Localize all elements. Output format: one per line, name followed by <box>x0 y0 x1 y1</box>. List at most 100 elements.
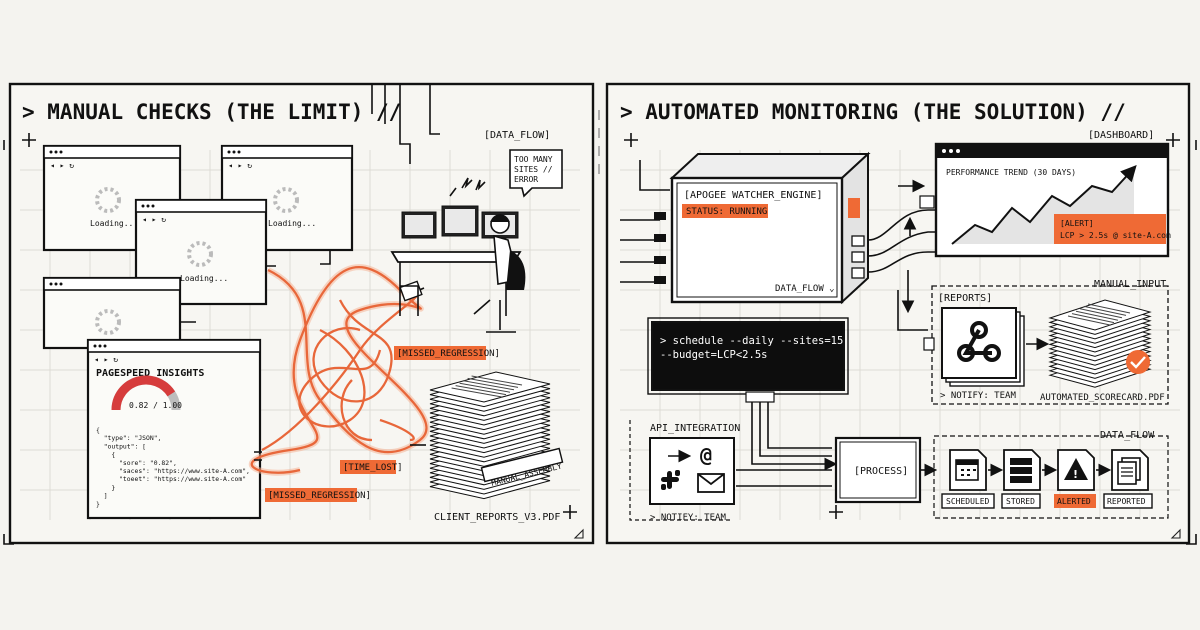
json-line: "toeet": "https://www.site-A.com" <box>96 475 246 483</box>
manual-input-tag: MANUAL_INPUT <box>1094 279 1166 290</box>
json-line: } <box>96 500 100 508</box>
engine-title: [APOGEE WATCHER_ENGINE] <box>684 190 822 201</box>
checkmark-icon <box>1126 350 1150 374</box>
json-line: { <box>96 426 100 434</box>
crosshair-icon <box>829 505 843 519</box>
svg-text:STORED: STORED <box>1006 497 1035 506</box>
json-line: "output": [ <box>96 442 146 450</box>
svg-text:ALERTED: ALERTED <box>1057 497 1091 506</box>
json-line: "sore": "0.82", <box>96 459 177 467</box>
time-lost-tag: [TIME_LOST] <box>340 460 403 474</box>
left-panel-title: > MANUAL CHECKS (THE LIMIT) // <box>22 100 401 124</box>
svg-text:!: ! <box>1073 468 1078 481</box>
api-integration: API_INTEGRATION @ > NOTIFY: TEAM <box>629 420 740 523</box>
pipeline-step-reported: REPORTED <box>1103 449 1153 509</box>
loading-text: Loading... <box>90 219 138 228</box>
loading-text: Loading... <box>180 274 228 283</box>
database-icon <box>1010 458 1032 483</box>
missed-regression-tag: [MISSED_REGRESSION] <box>394 346 500 360</box>
data-flow-tag: [DATA_FLOW] <box>484 130 550 141</box>
json-line: "type": "JSON", <box>96 434 161 442</box>
reports-tag: [REPORTS] <box>938 293 992 304</box>
pipeline: DATA_FLOW SCHEDULED STORED <box>933 430 1169 519</box>
loading-spinner-icon <box>273 187 299 213</box>
score-gauge: 0.82 / 1.00 <box>111 375 182 411</box>
engine-data-flow-label: DATA_FLOW ⌄ <box>775 284 835 294</box>
dashboard-tag: [DASHBOARD] <box>1088 130 1154 141</box>
process-label: [PROCESS] <box>854 466 908 477</box>
warning-icon: ! <box>1064 458 1088 481</box>
json-line: { <box>96 451 115 459</box>
dashboard-panel: [DASHBOARD] PERFORMANCE TREND (30 DAYS) … <box>867 130 1171 273</box>
pagespeed-title: PAGESPEED INSIGHTS <box>96 368 204 379</box>
browser-window: ◂ ▸ ↻ Loading... <box>220 144 354 252</box>
svg-text:[ALERT]: [ALERT] <box>1060 219 1094 228</box>
pipeline-step-scheduled: SCHEDULED <box>941 449 995 509</box>
reports-notify: > NOTIFY: TEAM <box>940 391 1016 401</box>
svg-text:TOO MANY: TOO MANY <box>514 155 553 164</box>
svg-text:◂ ▸ ↻: ◂ ▸ ↻ <box>228 161 252 170</box>
svg-text:[MISSED_REGRESSION]: [MISSED_REGRESSION] <box>397 349 500 359</box>
error-bubble: TOO MANY SITES // ERROR <box>509 149 563 198</box>
watcher-engine: [APOGEE WATCHER_ENGINE] STATUS: RUNNING … <box>654 151 871 305</box>
loading-spinner-icon <box>95 187 121 213</box>
svg-text:◂ ▸ ↻: ◂ ▸ ↻ <box>94 355 118 364</box>
svg-text:◂ ▸ ↻: ◂ ▸ ↻ <box>142 215 166 224</box>
at-sign-icon: @ <box>700 443 712 467</box>
process-box: [PROCESS] <box>834 436 922 504</box>
json-output: { "type": "JSON", "output": [ { "sore": … <box>96 426 250 508</box>
terminal-line-2: --budget=LCP<2.5s <box>660 349 767 361</box>
webhook-icon <box>957 321 1001 362</box>
scorecard-filename: AUTOMATED_SCORECARD.PDF <box>1040 393 1165 403</box>
api-notify: > NOTIFY: TEAM <box>650 513 726 523</box>
json-line: } <box>96 483 115 491</box>
chart-title: PERFORMANCE TREND (30 DAYS) <box>946 168 1076 177</box>
frame-brackets <box>3 140 1197 545</box>
resize-corner-icon <box>573 528 584 539</box>
json-line: "saces": "https://www.site-A.com", <box>96 467 250 475</box>
calendar-icon <box>955 459 979 481</box>
browser-window <box>42 276 182 350</box>
svg-text:ERROR: ERROR <box>514 175 538 184</box>
svg-text:[MISSED_REGRESSION]: [MISSED_REGRESSION] <box>268 491 371 501</box>
svg-text:◂ ▸ ↻: ◂ ▸ ↻ <box>50 161 74 170</box>
missed-regression-tag: [MISSED_REGRESSION] <box>265 488 371 502</box>
circuit-traces <box>620 160 670 283</box>
json-line: ] <box>96 492 108 500</box>
paper-lines <box>451 375 523 398</box>
pipeline-step-alerted: ! ALERTED <box>1054 449 1096 508</box>
circuit-traces <box>371 84 440 164</box>
client-reports-filename: CLIENT_REPORTS_V3.PDF <box>434 512 560 523</box>
paper-sheet <box>429 371 551 403</box>
trend-line <box>951 165 1137 245</box>
resize-corner-icon <box>1170 528 1181 539</box>
crosshair-icon <box>1166 133 1180 147</box>
api-title: API_INTEGRATION <box>650 423 740 434</box>
crosshair-icon <box>624 133 638 147</box>
svg-text:REPORTED: REPORTED <box>1107 497 1146 506</box>
pipeline-tag: DATA_FLOW <box>1100 430 1155 441</box>
paper-lines <box>1067 303 1131 326</box>
client-reports-stack: MANUAL_ASSEMBLY CLIENT_REPORTS_V3.PDF <box>429 371 564 523</box>
status-badge: STATUS: RUNNING <box>682 204 768 218</box>
documents-icon <box>1117 457 1141 485</box>
svg-text:SCHEDULED: SCHEDULED <box>946 497 990 506</box>
paper-sheet <box>1048 299 1152 331</box>
svg-text:SITES //: SITES // <box>514 165 553 174</box>
pipeline-step-stored: STORED <box>1001 449 1041 509</box>
right-panel-title: > AUTOMATED MONITORING (THE SOLUTION) // <box>620 100 1126 124</box>
alert-badge: [ALERT] LCP > 2.5s @ site-A.com <box>1054 214 1171 244</box>
svg-text:LCP > 2.5s @ site-A.com: LCP > 2.5s @ site-A.com <box>1060 231 1171 240</box>
svg-text:[TIME_LOST]: [TIME_LOST] <box>343 463 403 473</box>
crosshair-icon <box>22 133 36 147</box>
terminal-line-1: > schedule --daily --sites=15 <box>660 335 843 347</box>
crosshair-icon <box>563 505 577 519</box>
loading-spinner-icon <box>95 309 121 335</box>
gauge-label: 0.82 / 1.00 <box>129 401 182 410</box>
email-icon <box>697 473 725 493</box>
pagespeed-window: ◂ ▸ ↻ PAGESPEED INSIGHTS 0.82 / 1.00 { "… <box>86 338 262 520</box>
schedule-terminal: > schedule --daily --sites=15 --budget=L… <box>647 317 849 414</box>
slack-icon <box>661 470 680 490</box>
stressed-person-illustration <box>390 177 526 333</box>
